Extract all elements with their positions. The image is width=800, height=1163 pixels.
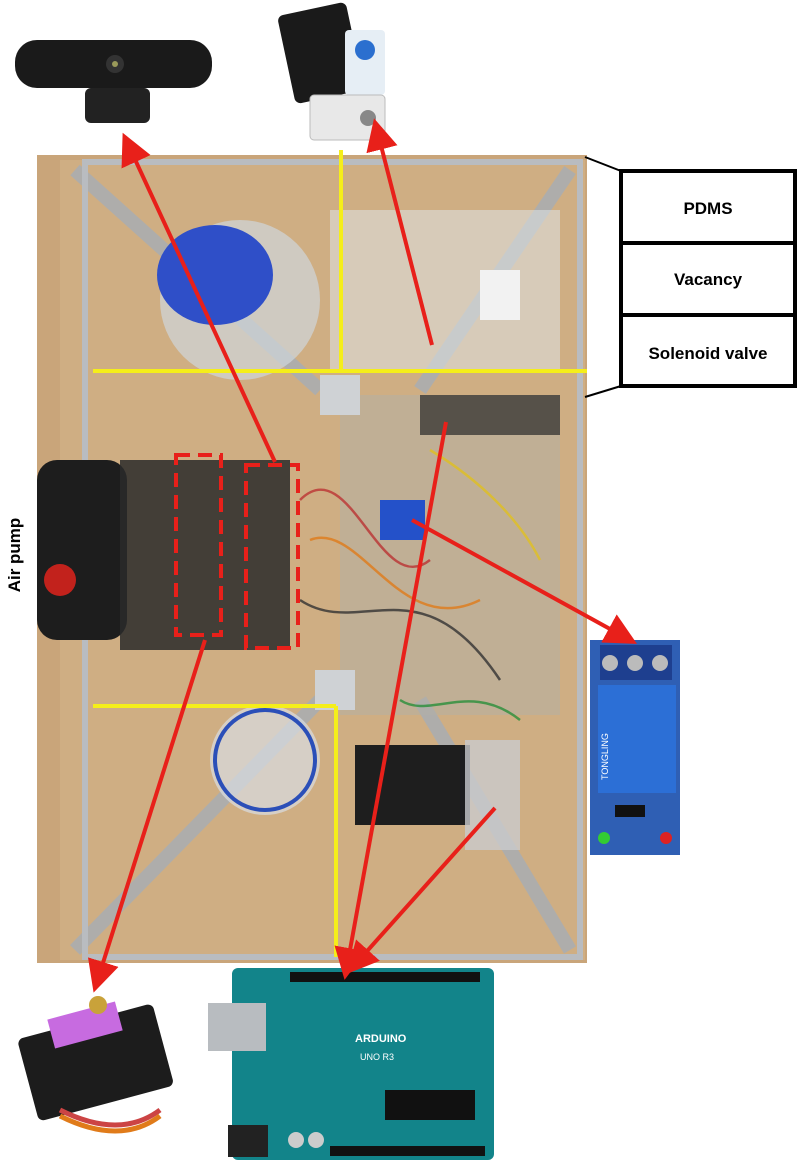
camera-highlight — [244, 463, 300, 650]
solenoid-compartment — [330, 210, 560, 370]
air-pump — [37, 460, 127, 640]
arrow-to-servo — [87, 639, 207, 993]
servo-highlight — [174, 453, 223, 637]
relay-lettering: TONGLING — [600, 733, 610, 780]
relay-module-image: TONGLING — [590, 640, 680, 855]
webcam-image — [15, 40, 212, 123]
setup-photo — [37, 155, 587, 963]
connection-arrows — [87, 118, 638, 993]
relay-in-photo — [380, 500, 425, 540]
arrow-to-webcam — [121, 132, 277, 463]
solenoid-valve-image — [278, 2, 386, 141]
arrow-to-relay — [411, 518, 638, 644]
compartment-dividers — [93, 150, 587, 957]
servo-motor-image — [18, 996, 173, 1134]
compartment-legend: PDMS Vacancy Solenoid valve — [584, 156, 797, 398]
bottle-cap — [157, 225, 273, 325]
arrow-to-arduino-1 — [334, 421, 448, 980]
highlight-boxes — [174, 453, 300, 650]
arduino-lettering: ARDUINO — [355, 1033, 407, 1045]
legend-row-vacancy: Vacancy — [674, 270, 743, 289]
legend-row-pdms: PDMS — [683, 199, 732, 218]
arrow-to-solenoid-valve — [366, 118, 434, 346]
legend-row-solenoid-valve: Solenoid valve — [648, 344, 767, 363]
air-pump-label: Air pump — [5, 518, 24, 593]
arduino-model-lettering: UNO R3 — [360, 1052, 394, 1062]
arduino-uno-image: ARDUINO UNO R3 — [208, 968, 494, 1160]
battery-box — [355, 745, 470, 825]
arrow-to-arduino-2 — [346, 806, 497, 974]
